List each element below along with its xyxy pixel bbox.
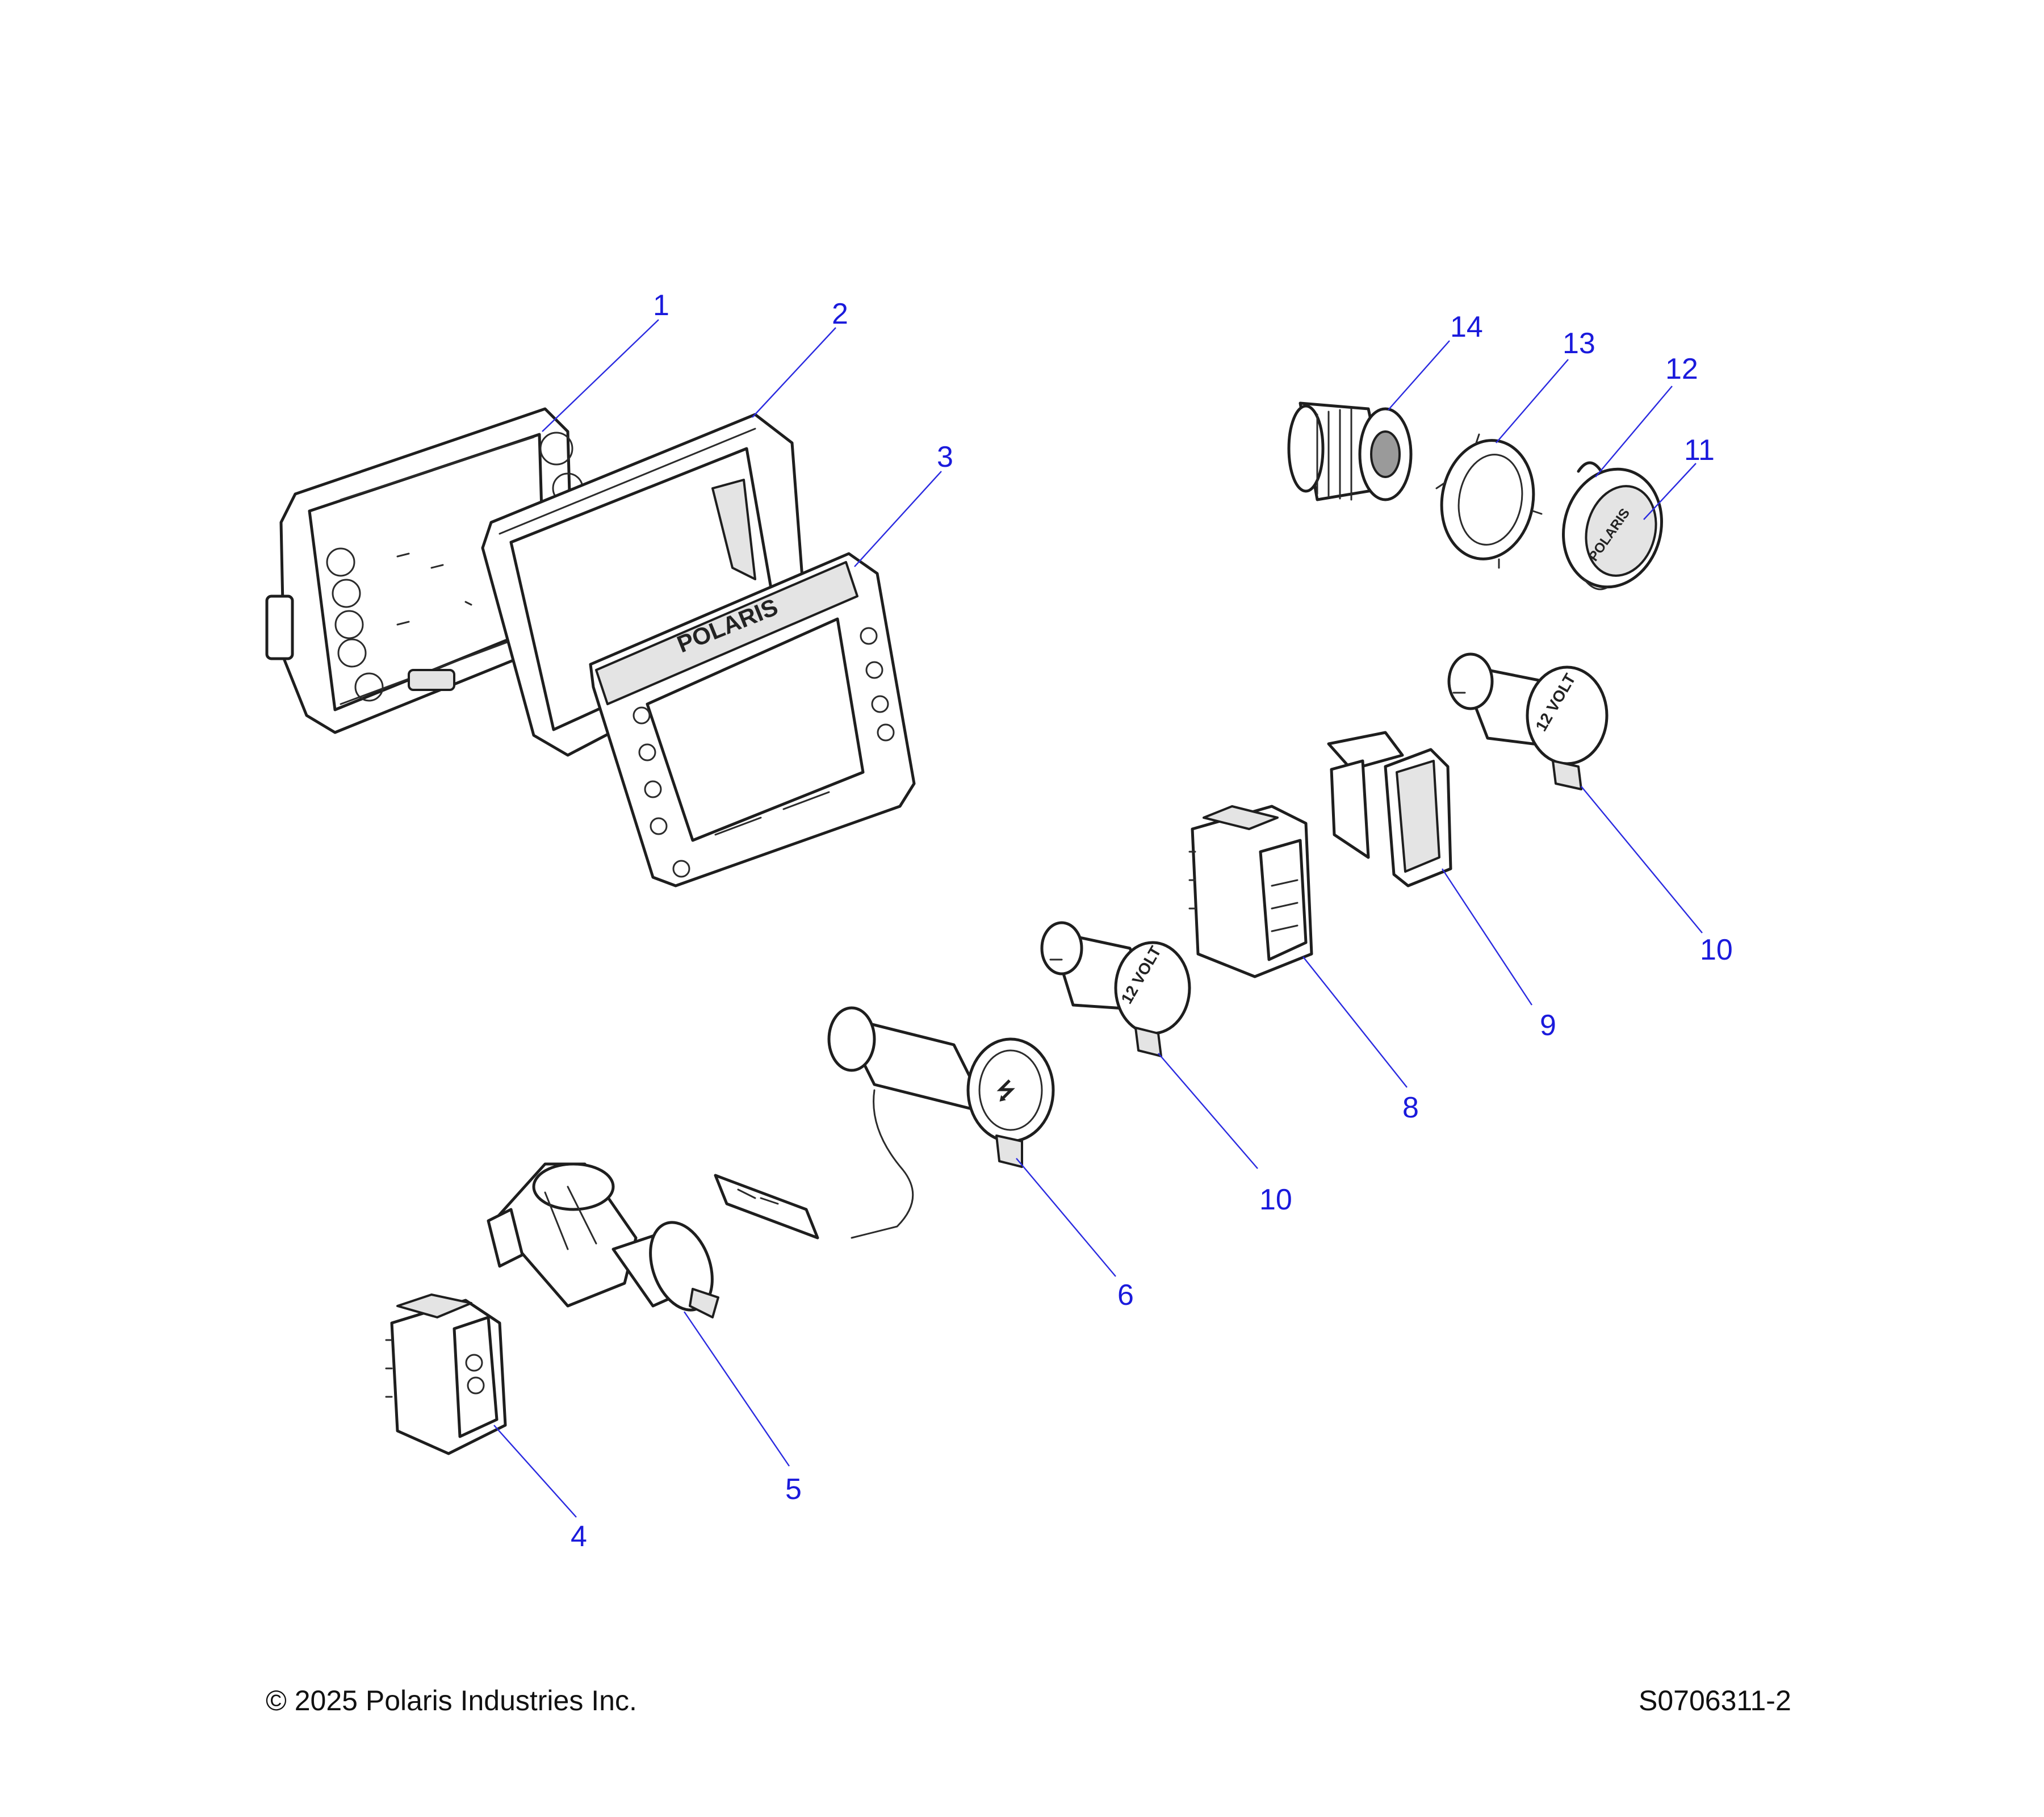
leader-1 (542, 319, 659, 432)
part-1-display-housing (265, 407, 584, 734)
copyright-text: © 2025 Polaris Industries Inc. (266, 1685, 637, 1716)
part-10-outlet-upper: 12 VOLT (1447, 652, 1609, 790)
callout-12: 12 (1665, 353, 1698, 386)
callout-1: 1 (653, 289, 669, 322)
leader-10a (1158, 1053, 1258, 1169)
callout-3: 3 (937, 441, 953, 474)
leader-6 (1016, 1158, 1116, 1277)
callout-10-upper: 10 (1700, 933, 1733, 966)
part-6-usb-outlet: ⭍ (714, 1006, 1055, 1240)
callout-14: 14 (1450, 311, 1483, 344)
part-14-socket-body (1287, 401, 1413, 501)
part-5-ignition-switch (487, 1162, 719, 1318)
leader-5 (684, 1311, 790, 1467)
usb-symbol: ⭍ (996, 1079, 1015, 1104)
part-13-retaining-nut (1435, 433, 1543, 569)
leader-lines (493, 319, 1703, 1518)
part-8-switch (1188, 805, 1313, 978)
callout-9: 9 (1540, 1009, 1556, 1042)
callout-11: 11 (1684, 434, 1715, 467)
callout-5: 5 (785, 1473, 802, 1506)
callout-2: 2 (832, 298, 848, 330)
callout-6: 6 (1117, 1279, 1134, 1312)
drawing-number: S0706311-2 (1639, 1685, 1791, 1716)
callout-labels: 1 2 3 4 5 6 8 9 10 10 11 12 13 14 (571, 289, 1733, 1553)
part-9-blank-plug (1327, 731, 1452, 887)
part-4-rocker-switch (385, 1293, 507, 1455)
leader-8 (1302, 956, 1408, 1088)
leader-9 (1441, 868, 1533, 1006)
leader-12 (1595, 386, 1673, 478)
leader-2 (752, 327, 836, 418)
part-10-outlet-lower: 12 VOLT (1040, 921, 1191, 1057)
part-11-12-cap: POLARIS (1562, 461, 1663, 591)
callout-13: 13 (1563, 327, 1595, 360)
leader-3 (854, 471, 942, 567)
leader-10b (1581, 786, 1703, 933)
leader-14 (1388, 340, 1450, 411)
leader-13 (1496, 359, 1569, 443)
callout-4: 4 (571, 1520, 587, 1553)
leader-11 (1643, 463, 1697, 520)
leader-4 (493, 1425, 577, 1518)
callout-8: 8 (1402, 1091, 1419, 1124)
callout-10-lower: 10 (1259, 1183, 1292, 1216)
